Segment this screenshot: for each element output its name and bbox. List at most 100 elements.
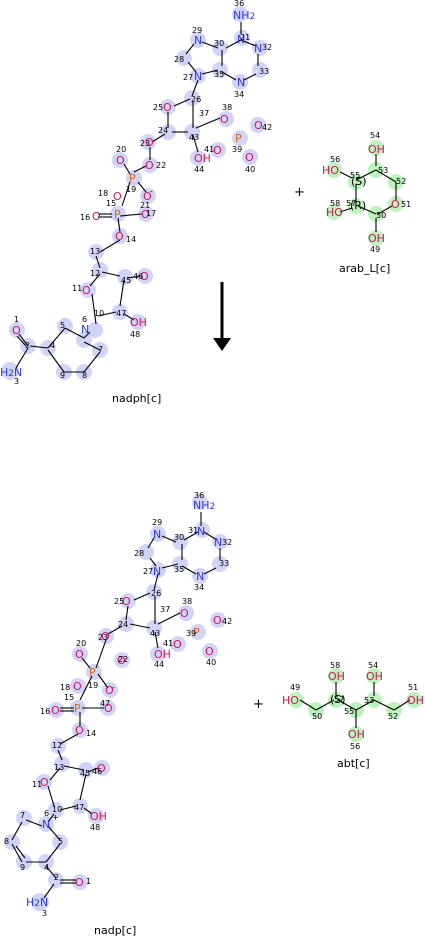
svg-text:16: 16 xyxy=(80,213,90,222)
svg-text:6: 6 xyxy=(44,809,49,818)
svg-text:P: P xyxy=(89,666,96,679)
svg-text:3: 3 xyxy=(14,377,19,386)
svg-text:6: 6 xyxy=(82,315,87,324)
svg-text:N: N xyxy=(42,818,50,831)
svg-text:34: 34 xyxy=(194,583,204,592)
svg-text:O: O xyxy=(391,198,400,211)
svg-text:(S): (S) xyxy=(351,175,367,188)
nadph-label: nadph[c] xyxy=(112,392,161,405)
svg-text:26: 26 xyxy=(151,589,161,598)
svg-text:15: 15 xyxy=(64,693,74,702)
svg-text:47: 47 xyxy=(100,699,110,708)
svg-text:N: N xyxy=(153,528,161,541)
svg-text:+: + xyxy=(52,813,59,822)
svg-text:P: P xyxy=(193,626,200,639)
svg-text:(S): (S) xyxy=(330,693,346,706)
svg-text:OH: OH xyxy=(366,670,383,683)
svg-text:3: 3 xyxy=(42,909,47,918)
svg-text:O: O xyxy=(213,144,222,157)
svg-text:O: O xyxy=(105,684,114,697)
svg-text:46: 46 xyxy=(92,767,102,776)
svg-text:29: 29 xyxy=(192,26,202,35)
svg-text:42: 42 xyxy=(262,123,272,132)
svg-text:53: 53 xyxy=(378,166,388,175)
svg-text:7: 7 xyxy=(98,345,103,354)
svg-text:O: O xyxy=(254,119,263,132)
svg-text:O: O xyxy=(75,724,84,737)
svg-text:O: O xyxy=(101,630,110,643)
svg-text:47: 47 xyxy=(74,803,84,812)
svg-text:OH: OH xyxy=(194,152,211,165)
svg-text:OH: OH xyxy=(348,728,365,741)
svg-text:12: 12 xyxy=(90,269,100,278)
svg-text:O: O xyxy=(220,113,229,126)
svg-text:(R): (R) xyxy=(350,199,366,212)
svg-text:19: 19 xyxy=(126,185,136,194)
reaction-arrow xyxy=(213,282,231,351)
svg-text:O: O xyxy=(245,151,254,164)
svg-text:16: 16 xyxy=(40,707,50,716)
svg-text:37: 37 xyxy=(199,109,209,118)
svg-text:48: 48 xyxy=(90,823,100,832)
svg-text:28: 28 xyxy=(174,55,184,64)
svg-text:40: 40 xyxy=(206,658,216,667)
svg-text:47: 47 xyxy=(116,309,126,318)
svg-text:N: N xyxy=(196,570,204,583)
plus-sign-top: + xyxy=(294,185,305,200)
svg-text:O: O xyxy=(75,876,84,889)
svg-text:36: 36 xyxy=(194,491,204,500)
abt-label: abt[c] xyxy=(337,757,370,770)
svg-text:57: 57 xyxy=(346,199,356,208)
svg-text:44: 44 xyxy=(154,660,164,669)
svg-text:30: 30 xyxy=(174,533,184,542)
svg-text:54: 54 xyxy=(370,131,380,140)
svg-text:H2N: H2N xyxy=(26,896,48,909)
svg-text:10: 10 xyxy=(94,309,104,318)
svg-text:4: 4 xyxy=(50,341,55,350)
svg-text:25: 25 xyxy=(114,597,124,606)
svg-text:53: 53 xyxy=(364,696,374,705)
svg-text:O: O xyxy=(12,324,21,337)
svg-text:O: O xyxy=(116,154,125,167)
svg-text:O: O xyxy=(104,702,113,715)
svg-text:OH: OH xyxy=(90,810,107,823)
svg-text:31: 31 xyxy=(188,526,198,535)
svg-text:50: 50 xyxy=(376,211,386,220)
svg-text:18: 18 xyxy=(60,683,70,692)
svg-text:5: 5 xyxy=(60,321,65,330)
svg-text:38: 38 xyxy=(182,597,192,606)
svg-text:O: O xyxy=(113,190,122,203)
svg-text:OH: OH xyxy=(328,670,345,683)
svg-text:2: 2 xyxy=(25,341,30,350)
svg-text:N: N xyxy=(194,70,202,83)
svg-text:42: 42 xyxy=(222,617,232,626)
svg-text:54: 54 xyxy=(368,661,378,670)
svg-text:45: 45 xyxy=(121,276,131,285)
svg-text:H2N: H2N xyxy=(0,366,22,379)
svg-text:50: 50 xyxy=(312,712,322,721)
svg-text:-: - xyxy=(112,683,115,692)
svg-text:45: 45 xyxy=(80,769,90,778)
svg-text:O: O xyxy=(213,614,222,627)
svg-text:32: 32 xyxy=(222,538,232,547)
svg-text:N: N xyxy=(254,42,262,55)
svg-text:N: N xyxy=(81,323,89,336)
svg-text:55: 55 xyxy=(350,171,360,180)
svg-text:18: 18 xyxy=(98,189,108,198)
svg-text:O: O xyxy=(73,680,82,693)
svg-text:29: 29 xyxy=(152,518,162,527)
svg-text:25: 25 xyxy=(153,103,163,112)
svg-text:OH: OH xyxy=(368,143,385,156)
svg-text:N: N xyxy=(237,76,245,89)
svg-text:4: 4 xyxy=(44,863,49,872)
svg-text:41: 41 xyxy=(204,145,214,154)
svg-text:2: 2 xyxy=(54,873,59,882)
svg-text:24: 24 xyxy=(118,620,128,629)
svg-text:OH: OH xyxy=(154,648,171,661)
svg-text:OH: OH xyxy=(368,232,385,245)
svg-text:O: O xyxy=(173,638,182,651)
svg-text:36: 36 xyxy=(234,0,244,8)
svg-text:1: 1 xyxy=(86,877,91,886)
svg-text:19: 19 xyxy=(88,681,98,690)
